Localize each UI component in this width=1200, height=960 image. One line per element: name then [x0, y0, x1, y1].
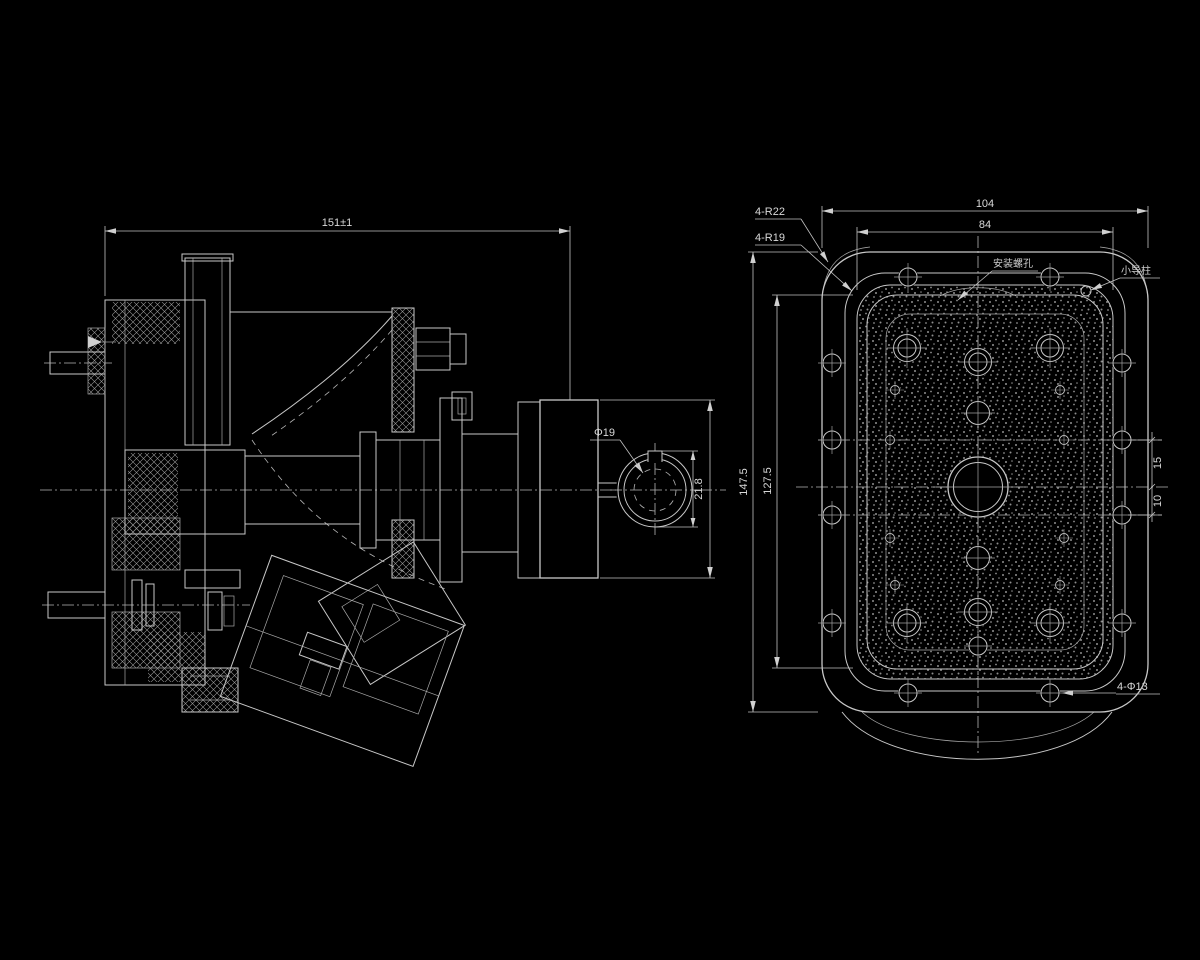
- guide-pin: [1080, 285, 1092, 297]
- lower-stub-assembly: [42, 569, 250, 713]
- dim-width: 104: [976, 198, 994, 210]
- label-radius-outer: 4-R22: [755, 206, 785, 218]
- pin-holes: [880, 285, 1092, 595]
- dim-inner-width: 84: [979, 219, 991, 231]
- tilted-valve-block-b: [317, 541, 467, 686]
- label-mount-holes: 安装螺孔: [993, 257, 1033, 270]
- view-direction-arrow: [88, 336, 102, 348]
- inlet-pipe: [181, 253, 234, 446]
- pump-casing: [230, 311, 449, 591]
- offset-dimensions: 15 10: [1128, 432, 1164, 522]
- upper-stub-shaft: [44, 327, 116, 395]
- inner-height-dimension: 127.5: [762, 294, 853, 669]
- hole-note: 4-Φ13: [1062, 681, 1160, 696]
- keyway: [647, 450, 663, 462]
- label-guide-pin: 小导柱: [1121, 264, 1151, 277]
- flange-bolt: [449, 333, 467, 365]
- left-section-view: 151±1: [40, 217, 726, 768]
- height-dimension: 147.5: [738, 251, 818, 713]
- label-holes: 4-Φ13: [1117, 681, 1148, 693]
- mount-note: 安装螺孔: [957, 257, 1038, 301]
- dim-height: 147.5: [738, 468, 750, 496]
- dim-inner-height: 127.5: [762, 467, 774, 495]
- dim-key-height: 21.8: [693, 478, 705, 499]
- front-view: 104 84 147.5 127.5: [738, 198, 1170, 760]
- dim-offset-upper: 15: [1152, 457, 1164, 469]
- shaft-end-detail: Φ19 21.8: [590, 427, 705, 537]
- section-hatching: [88, 302, 414, 712]
- inner-width-dimension: 84: [856, 219, 1114, 290]
- center-bore: [933, 442, 1023, 532]
- dim-offset-lower: 10: [1152, 495, 1164, 507]
- motor-height-dimension: [600, 399, 715, 579]
- width-dimension: 104: [821, 198, 1149, 248]
- overall-length-dimension: 151±1: [104, 217, 571, 400]
- label-radius-inner: 4-R19: [755, 232, 785, 244]
- dim-overall-length: 151±1: [322, 217, 353, 229]
- pin-note: 小导柱: [1090, 264, 1160, 291]
- motor-body: [539, 399, 617, 579]
- radius-labels: 4-R22 4-R19: [755, 206, 853, 292]
- plug-detail: [298, 631, 348, 670]
- tilted-valve-block-a: [219, 554, 465, 768]
- dim-shaft-diameter: Φ19: [594, 427, 615, 439]
